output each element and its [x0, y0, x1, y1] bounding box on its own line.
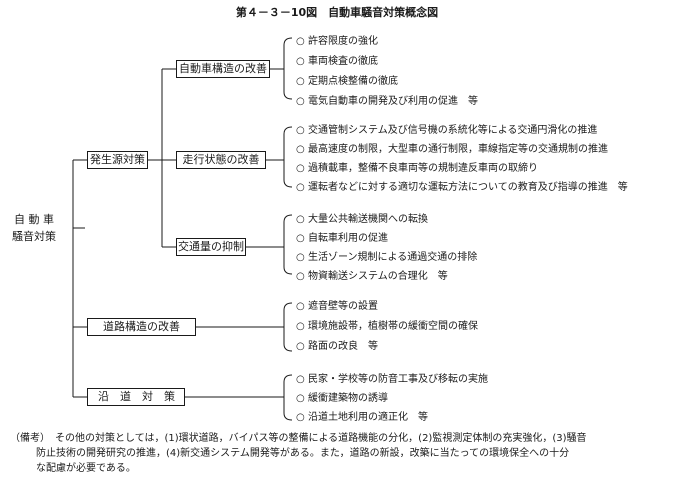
list-item: ○物資輸送システムの合理化 等: [296, 271, 448, 282]
box-vehicle-structure: 自動車構造の改善: [176, 60, 270, 78]
list-item: ○自転車利用の促進: [296, 233, 388, 244]
list-item: ○過積載車，整備不良車両等の規制違反車両の取締り: [296, 163, 538, 174]
list-road-structure: ○遮音壁等の設置 ○環境施設帯，植樹帯の緩衝空間の確保 ○路面の改良 等: [296, 297, 478, 357]
list-traffic-volume: ○大量公共輸送機関への転換 ○自転車利用の促進 ○生活ゾーン規制による通過交通の…: [296, 210, 477, 286]
note-line3: な配慮が必要である。: [36, 463, 136, 474]
list-item: ○運転者などに対する適切な運転方法についての教育及び指導の推進 等: [296, 182, 628, 193]
list-item: ○生活ゾーン規制による通過交通の排除: [296, 252, 478, 263]
list-item: ○車両検査の徹底: [296, 56, 378, 67]
box-traffic-volume: 交通量の抑制: [176, 238, 246, 256]
box-road-structure: 道路構造の改善: [87, 318, 196, 336]
list-item: ○沿道土地利用の適正化 等: [296, 412, 428, 423]
list-item: ○最高速度の制限，大型車の通行制限，車線指定等の交通規制の推進: [296, 144, 608, 155]
list-item: ○路面の改良 等: [296, 341, 378, 352]
box-roadside-measures: 沿道対策: [87, 388, 185, 406]
list-roadside: ○民家・学校等の防音工事及び移転の実施 ○緩衝建築物の誘導 ○沿道土地利用の適正…: [296, 370, 488, 427]
figure-title: 第４－３－10図 自動車騒音対策概念図: [235, 6, 439, 19]
list-item: ○交通管制システム及び信号機の系統化等による交通円滑化の推進: [296, 125, 598, 136]
list-item: ○電気自動車の開発及び利用の促進 等: [296, 96, 478, 107]
box-source-measures: 発生源対策: [87, 151, 148, 169]
figure-note: （備考） その他の対策としては，(1)環状道路，バイパス等の整備による道路機能の…: [10, 431, 670, 476]
box-driving-state: 走行状態の改善: [176, 151, 266, 169]
list-item: ○緩衝建築物の誘導: [296, 393, 388, 404]
list-driving-state: ○交通管制システム及び信号機の系統化等による交通円滑化の推進 ○最高速度の制限，…: [296, 121, 628, 197]
list-vehicle-structure: ○許容限度の強化 ○車両検査の徹底 ○定期点検整備の徹底 ○電気自動車の開発及び…: [296, 32, 478, 112]
list-item: ○定期点検整備の徹底: [296, 76, 398, 87]
note-line1: （備考） その他の対策としては，(1)環状道路，バイパス等の整備による道路機能の…: [10, 433, 587, 444]
list-item: ○環境施設帯，植樹帯の緩衝空間の確保: [296, 321, 478, 332]
list-item: ○許容限度の強化: [296, 36, 378, 47]
list-item: ○民家・学校等の防音工事及び移転の実施: [296, 374, 488, 385]
root-label: 自 動 車 騒音対策: [12, 211, 56, 245]
note-line2: 防止技術の開発研究の推進，(4)新交通システム開発等がある。また，道路の新設，改…: [36, 448, 570, 459]
list-item: ○遮音壁等の設置: [296, 301, 378, 312]
root-label-line1: 自 動 車: [14, 213, 54, 226]
root-label-line2: 騒音対策: [12, 230, 56, 243]
list-item: ○大量公共輸送機関への転換: [296, 214, 428, 225]
